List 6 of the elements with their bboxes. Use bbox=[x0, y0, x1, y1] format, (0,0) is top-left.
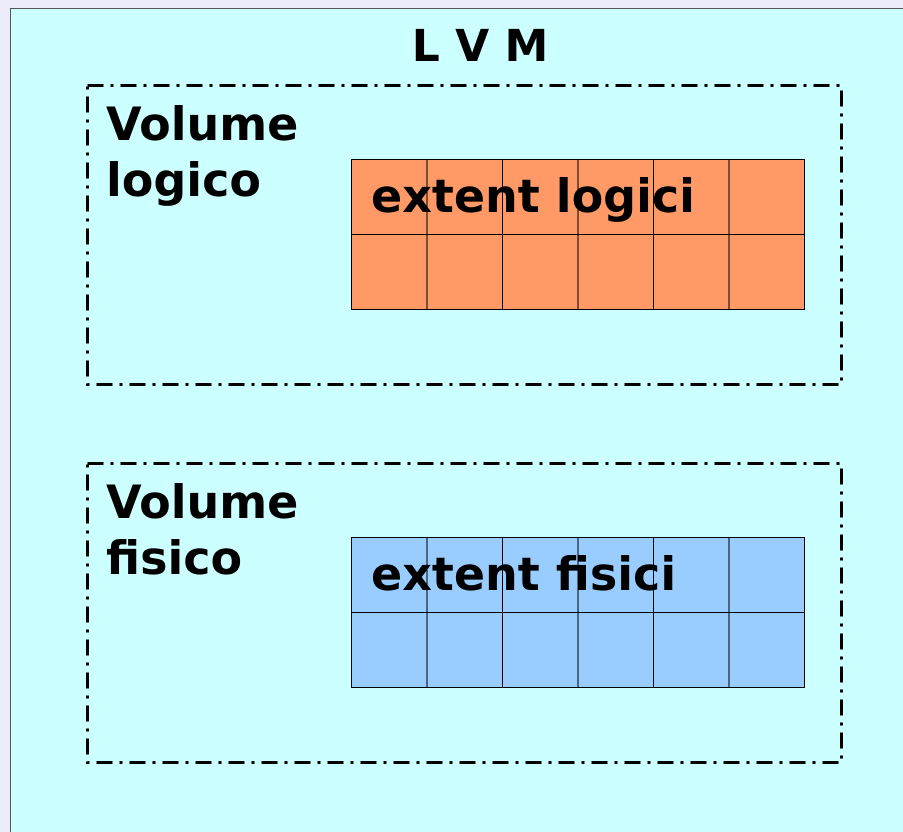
dash-dot-frame bbox=[86, 462, 843, 764]
panel-title: L V M bbox=[410, 21, 550, 72]
outer-panel bbox=[10, 8, 903, 832]
group-title: Volume logico bbox=[106, 96, 300, 208]
dash-dot-frame bbox=[86, 84, 843, 386]
group-title: Volume fisico bbox=[106, 474, 300, 586]
